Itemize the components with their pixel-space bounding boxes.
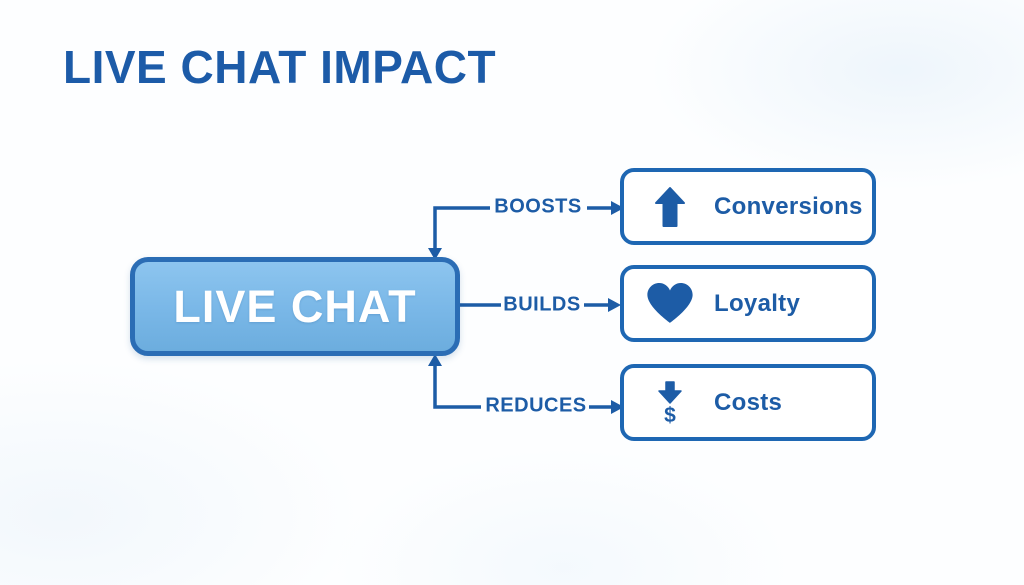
arrowhead-up-into-center <box>428 354 442 366</box>
arrow-down-dollar-stack: $ <box>657 380 683 426</box>
connector-label-reduces: REDUCES <box>485 394 587 417</box>
connector-boosts-elbow <box>433 206 490 249</box>
node-loyalty: Loyalty <box>620 265 876 342</box>
page-title: LIVE CHAT IMPACT <box>63 41 497 93</box>
heart-icon <box>646 283 694 324</box>
arrowhead-down-into-center <box>428 248 442 260</box>
connector-builds <box>459 298 621 312</box>
dollar-glyph: $ <box>664 403 676 427</box>
connector-reduces <box>428 354 624 414</box>
connector-label-builds: BUILDS <box>503 293 581 316</box>
node-conversions: Conversions <box>620 168 876 245</box>
arrowhead-right-to-conversions <box>611 201 624 215</box>
live-chat-node: LIVE CHAT <box>130 257 460 356</box>
arrowhead-right-to-costs <box>611 400 624 414</box>
arrowhead-right-to-loyalty <box>608 298 621 312</box>
node-conversions-label: Conversions <box>714 192 863 220</box>
connector-label-boosts: BOOSTS <box>494 195 582 218</box>
node-loyalty-label: Loyalty <box>714 289 801 317</box>
arrow-down-dollar-icon: $ <box>646 380 694 426</box>
connector-boosts <box>428 201 624 260</box>
node-costs: $ Costs <box>620 364 876 441</box>
live-chat-node-label: LIVE CHAT <box>173 280 417 332</box>
arrow-up-icon <box>646 186 694 228</box>
node-costs-label: Costs <box>714 388 783 416</box>
connector-reduces-elbow <box>433 365 481 409</box>
arrow-down-glyph <box>658 380 682 404</box>
